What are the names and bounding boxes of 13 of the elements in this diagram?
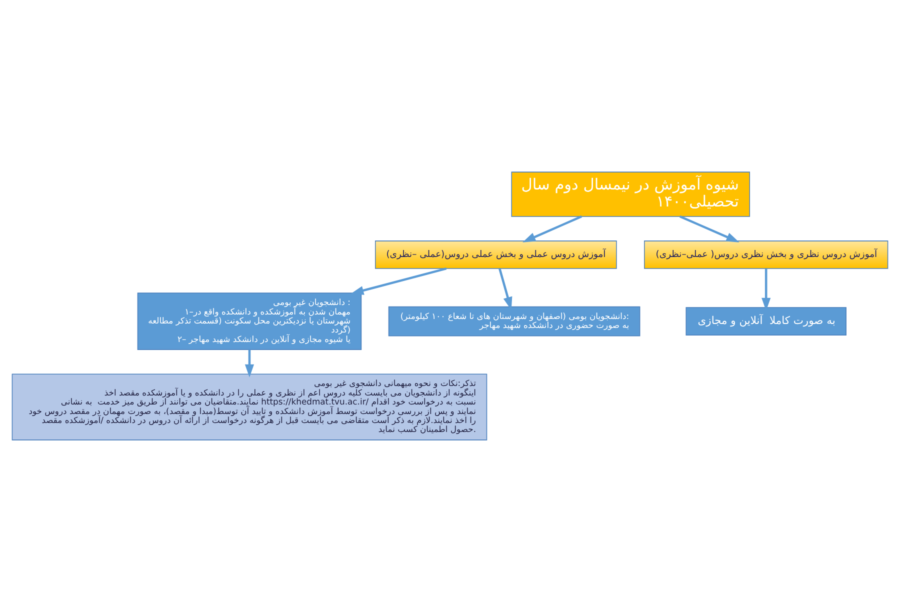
node-box: شیوه آموزش در نیمسال دوم سال تحصیلی۱۴۰۰ bbox=[511, 172, 750, 217]
node-box: به صورت کاملا آنلاین و مجازی bbox=[686, 307, 846, 336]
arrow bbox=[522, 215, 582, 242]
arrow bbox=[244, 350, 254, 378]
node-box: دانشجویان غیر بومی : ۱–مهمان شدن به آموزشکده و دانشکده واقع در شهرستان یا نزدیکترین محل سکونت (قسمت تذکر مطالعه گردد) ۲– یا شیوه مجازی و آنلاین در دانشکد شهید مهاجر bbox=[137, 292, 362, 350]
node-box: تذکر:نکات و نحوه میهمانی دانشجوی غیر بومی اینگونه از دانشجویان می بایست کلیه دروس اعم از نظری و عملی را در دانشکده و یا آموزشکده مقصد اخذ نمایند.متقاضیان می توانند از طریق میز خدمت به نشانی https://khedmat.tvu.ac.ir/ نسبت به درخواست خود اقدام نمایند و پس از بررسی درخواست توسط آموزش دانشکده و تایید آن توسط(مبدا و مقصد)، به صورت مهمان در مقصد دروس خود را اخذ نمایند.لازم به ذکر است متقاضی می بایست قبل از هرگونه درخواست از ارائه آن دروس در دانشکده /آموزشکده مقصد حصول اطمینان کسب نماید. bbox=[12, 374, 488, 440]
node-box: دانشجویان بومی (اصفهان و شهرستان های تا شعاع ۱۰۰ کیلومتر): به صورت حضوری در دانشکده شهید مهاجر bbox=[388, 306, 640, 336]
arrow bbox=[350, 267, 447, 295]
arrow bbox=[679, 215, 740, 242]
node-box: آموزش دروس عملی و بخش عملی دروس(عملی –نظری) bbox=[375, 240, 617, 269]
node-box: آموزش دروس نظری و بخش نظری دروس( عملی–نظری) bbox=[644, 240, 888, 269]
arrow bbox=[762, 268, 771, 311]
arrow bbox=[498, 268, 512, 310]
